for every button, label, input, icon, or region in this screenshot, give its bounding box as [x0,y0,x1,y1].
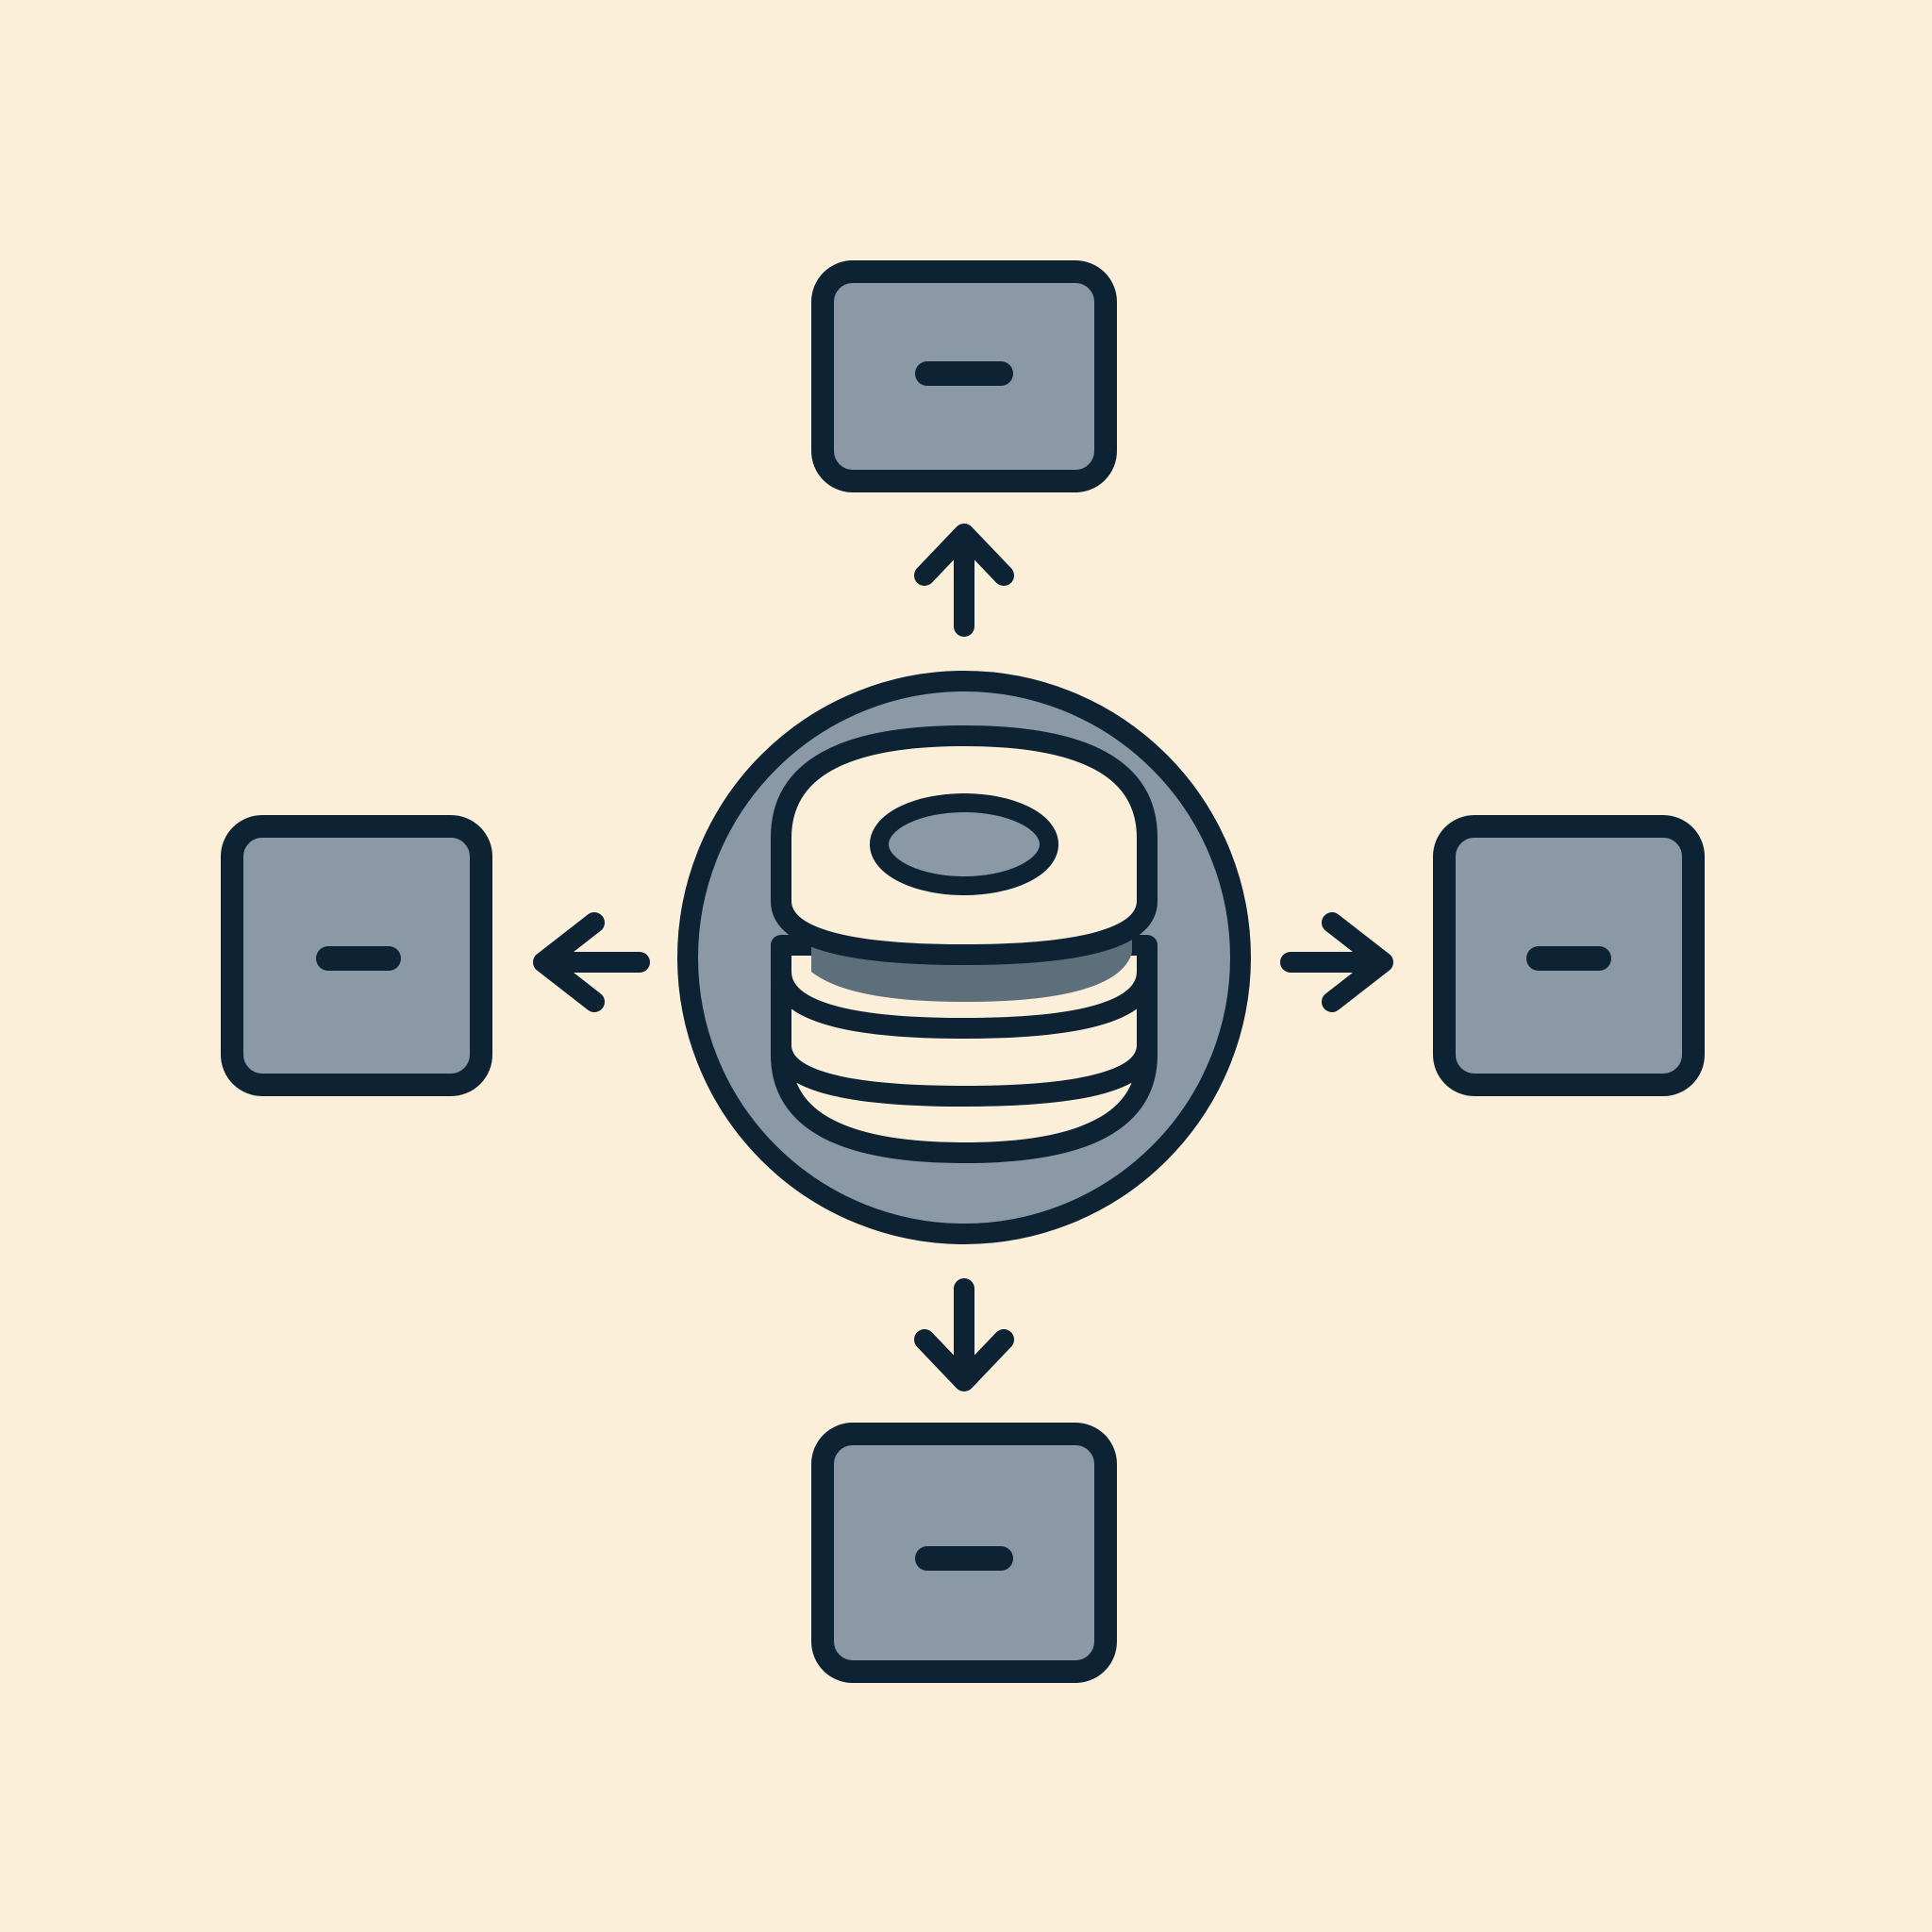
database-lid [870,793,1058,895]
node-left [221,815,492,1096]
arrow-left [533,912,650,1012]
node-top [811,260,1117,492]
node-right [1433,815,1705,1096]
node-bottom [811,1423,1117,1683]
arrow-up [914,524,1014,637]
arrow-right [1280,912,1393,1012]
arrow-down [914,1278,1014,1391]
database-lower-band [771,1043,1158,1108]
arrows [533,524,1393,1391]
database-icon [771,725,1158,1163]
central-hub [677,671,1251,1244]
